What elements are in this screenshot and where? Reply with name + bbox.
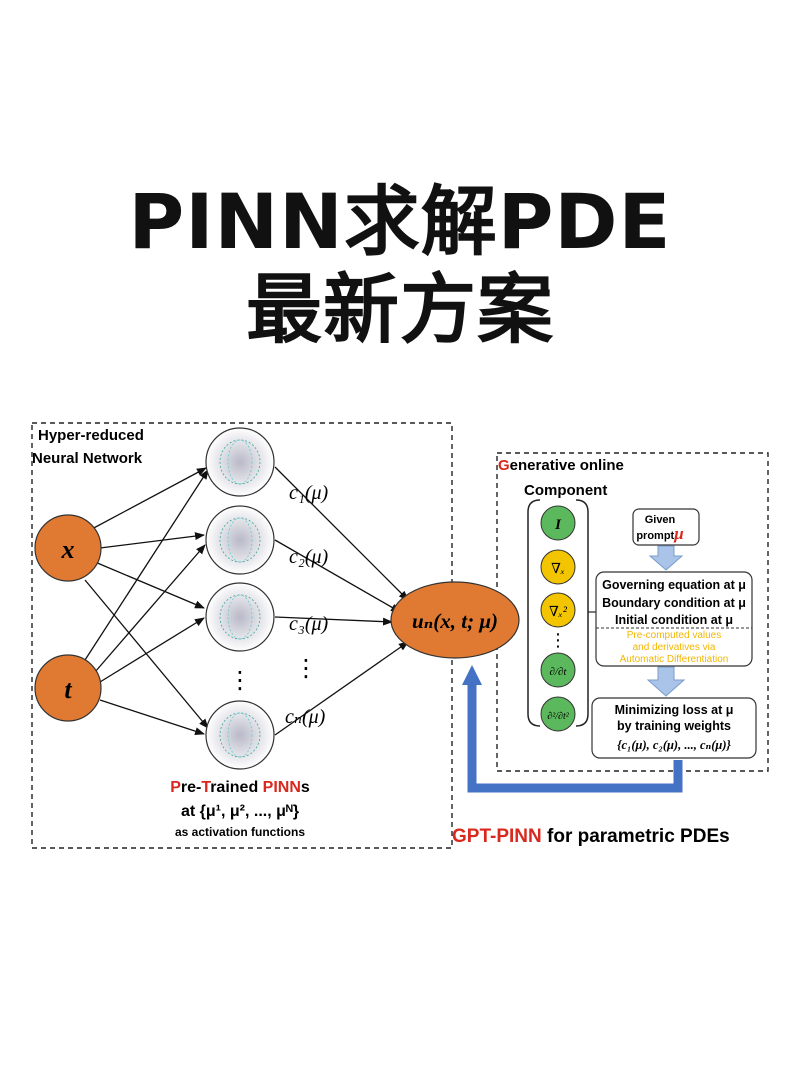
title-line-2: 最新方案 xyxy=(246,265,554,354)
operator-bracket xyxy=(527,499,589,727)
pinn-node-2 xyxy=(205,505,275,575)
coeff-cn: cₙ(μ) xyxy=(285,706,326,728)
operator-grad-label: ∇ₓ xyxy=(551,562,565,577)
coeff-c2: c₂(μ) xyxy=(289,546,329,568)
cond-line-3: Initial condition at μ xyxy=(615,613,733,627)
loss-line-1: Minimizing loss at μ xyxy=(615,703,734,717)
input-connections xyxy=(84,467,209,736)
precomp-line-2: and derivatives via xyxy=(633,642,716,653)
loss-line-3: {c₁(μ), c₂(μ), ..., cₙ(μ)} xyxy=(617,738,731,752)
right-box-label-2: Component xyxy=(524,482,607,499)
output-label: uₙ(x, t; μ) xyxy=(412,609,498,633)
precomp-line-3: Automatic Differentiation xyxy=(620,654,729,665)
title-line-1: PINN求解PDE xyxy=(128,177,672,266)
prompt-down-arrow xyxy=(648,545,684,571)
coeff-vdots: ⋮ xyxy=(294,655,318,682)
prompt-line-2: promptμ xyxy=(636,524,683,543)
network-vdots: ⋮ xyxy=(228,667,252,694)
coeff-c1: c₁(μ) xyxy=(289,482,329,504)
feedback-arrow xyxy=(462,665,683,793)
prompt-line-1: Given xyxy=(645,514,676,526)
input-node-x xyxy=(34,514,102,582)
operator-dt2-label: ∂²/∂t² xyxy=(547,711,569,722)
output-node xyxy=(390,581,520,659)
loss-line-2: by training weights xyxy=(617,719,731,733)
input-label-x: x xyxy=(61,535,75,564)
cond-line-1: Governing equation at μ xyxy=(602,578,746,592)
caption-line-3: as activation functions xyxy=(175,825,305,839)
loss-box xyxy=(591,697,757,759)
conditions-down-arrow xyxy=(646,666,686,697)
output-connections xyxy=(274,466,409,736)
left-box-label-2: Neural Network xyxy=(32,450,143,467)
input-label-t: t xyxy=(64,675,72,704)
operator-dt xyxy=(540,652,576,688)
operator-grad2-label: ∇ₓ² xyxy=(549,605,568,620)
precomp-line-1: Pre-computed values xyxy=(627,630,722,641)
operator-identity xyxy=(540,505,576,541)
conditions-box xyxy=(595,571,753,667)
input-node-t xyxy=(34,654,102,722)
operator-dt2 xyxy=(540,696,576,732)
operator-grad2 xyxy=(540,592,576,628)
operator-grad xyxy=(540,549,576,585)
left-box-label-1: Hyper-reduced xyxy=(38,427,144,444)
right-box-label-1: Generative online xyxy=(498,457,624,474)
pinn-node-n xyxy=(205,700,275,770)
prompt-box xyxy=(632,508,700,546)
coeff-c3: c₃(μ) xyxy=(289,613,329,635)
pinn-node-1 xyxy=(205,427,275,497)
operator-identity-label: I xyxy=(554,517,562,533)
operator-vdots: ⋮ xyxy=(549,630,567,650)
caption-line-2: at {μ¹, μ², ..., μᴺ} xyxy=(181,803,299,820)
pinn-node-3 xyxy=(205,582,275,652)
footer-label: GPT-PINN for parametric PDEs xyxy=(452,826,730,847)
caption-line-1: Pre-Trained PINNs xyxy=(170,779,310,796)
operator-dt-label: ∂/∂t xyxy=(550,666,568,678)
cond-line-2: Boundary condition at μ xyxy=(602,596,746,610)
